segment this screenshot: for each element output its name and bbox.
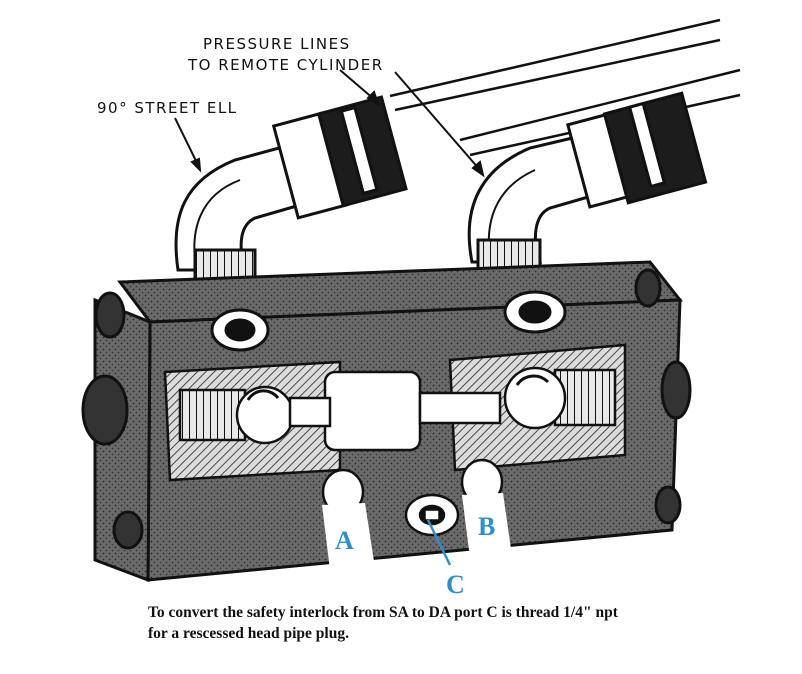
- left-street-ell: [174, 143, 302, 282]
- cutaway-section: [163, 343, 627, 482]
- street-ell-label: 90° STREET ELL: [97, 99, 238, 117]
- caption: To convert the safety interlock from SA …: [148, 602, 748, 644]
- caption-line-1: To convert the safety interlock from SA …: [148, 604, 618, 621]
- pressure-line-tubes: [389, 18, 741, 157]
- port-b-label: B: [478, 512, 495, 541]
- label-leaders: [174, 69, 485, 566]
- right-street-ell: [467, 133, 597, 272]
- pressure-lines-label: PRESSURE LINES: [203, 35, 351, 53]
- left-fitting: [271, 95, 408, 220]
- port-a-label: A: [335, 526, 354, 555]
- caption-line-2: for a rescessed head pipe plug.: [148, 625, 349, 642]
- port-c-label: C: [446, 570, 465, 599]
- front-ports: [321, 458, 512, 570]
- right-fitting: [566, 91, 708, 209]
- remote-cylinder-label: TO REMOTE CYLINDER: [187, 56, 384, 74]
